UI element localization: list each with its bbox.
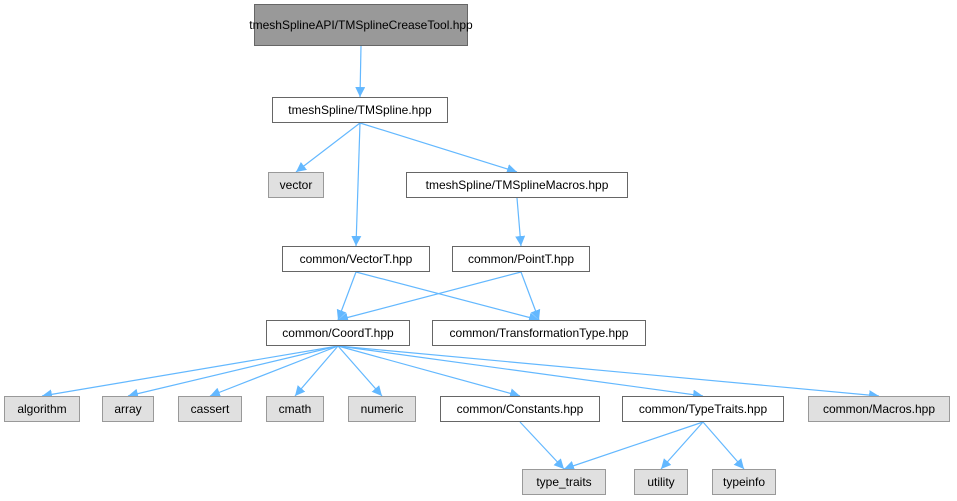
- edge-vectort-to-coordt: [336, 271, 357, 321]
- edge-coordt-to-cassert: [209, 345, 339, 398]
- node-utility: utility: [634, 469, 688, 495]
- node-typeinfo: typeinfo: [712, 469, 776, 495]
- edge-coordt-to-typetraits: [337, 345, 704, 400]
- node-typetraits[interactable]: common/TypeTraits.hpp: [622, 396, 784, 422]
- node-constants[interactable]: common/Constants.hpp: [440, 396, 600, 422]
- edge-coordt-to-macros: [337, 345, 880, 401]
- edge-coordt-to-array: [127, 345, 339, 399]
- edge-macros_tm-to-pointt: [515, 197, 526, 247]
- node-pointt[interactable]: common/PointT.hpp: [452, 246, 590, 272]
- node-cmath: cmath: [266, 396, 324, 422]
- node-coordt[interactable]: common/CoordT.hpp: [266, 320, 410, 346]
- node-tmsplinemacros[interactable]: tmeshSpline/TMSplineMacros.hpp: [406, 172, 628, 198]
- edge-tmspline-to-vectort: [351, 122, 362, 247]
- node-algorithm: algorithm: [4, 396, 80, 422]
- node-vector: vector: [268, 172, 324, 198]
- edge-tmspline-to-macros_tm: [359, 122, 518, 174]
- node-vectort[interactable]: common/VectorT.hpp: [282, 246, 430, 272]
- edge-coordt-to-algorithm: [41, 345, 339, 400]
- node-macros: common/Macros.hpp: [808, 396, 950, 422]
- node-cassert: cassert: [178, 396, 242, 422]
- node-transformationtype[interactable]: common/TransformationType.hpp: [432, 320, 646, 346]
- edge-constants-to-type_traits: [519, 421, 565, 470]
- edge-coordt-to-cmath: [294, 345, 339, 397]
- edge-typetraits-to-typeinfo: [702, 421, 745, 470]
- node-tmspline[interactable]: tmeshSpline/TMSpline.hpp: [272, 97, 448, 123]
- edge-pointt-to-coordt: [337, 271, 522, 323]
- node-array: array: [102, 396, 154, 422]
- edge-coordt-to-numeric: [337, 345, 383, 397]
- edge-typetraits-to-type_traits: [563, 421, 704, 471]
- node-root-tmsplinecreasetool[interactable]: tmeshSplineAPI/TMSplineCreaseTool.hpp: [249, 4, 473, 46]
- edge-coordt-to-constants: [337, 345, 521, 399]
- edge-tmspline-to-vector: [295, 122, 361, 173]
- node-numeric: numeric: [348, 396, 416, 422]
- edge-typetraits-to-utility: [660, 421, 704, 470]
- edge-root-to-tmspline: [355, 45, 366, 98]
- edge-vectort-to-transformation: [355, 271, 540, 323]
- edge-pointt-to-transformation: [520, 271, 541, 321]
- node-type-traits: type_traits: [522, 469, 606, 495]
